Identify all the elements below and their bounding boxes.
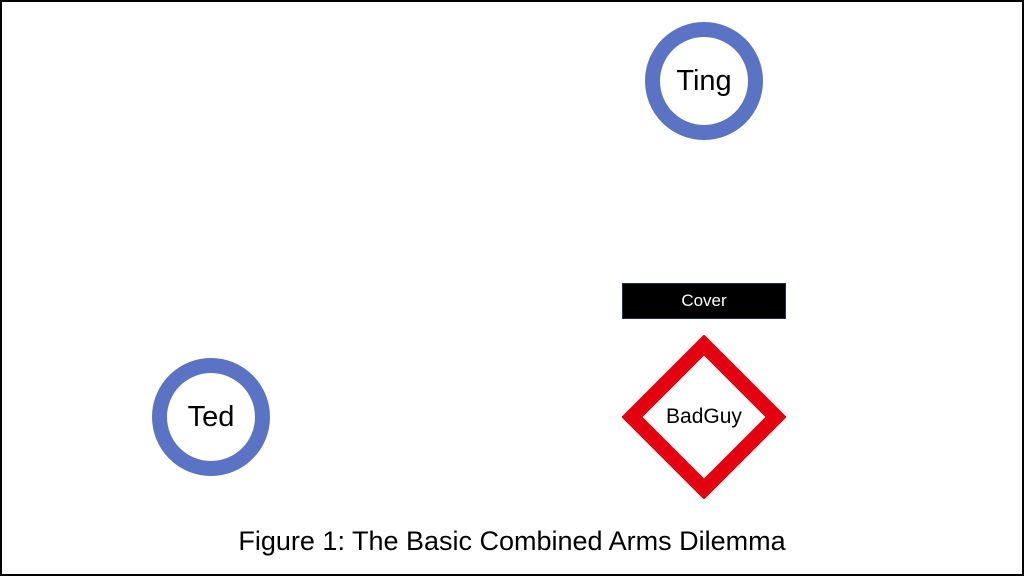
- cover-label: Cover: [681, 291, 727, 310]
- figure-caption: Figure 1: The Basic Combined Arms Dilemm…: [238, 526, 786, 556]
- cover-bar: Cover: [622, 283, 786, 319]
- ting-label: Ting: [676, 64, 732, 97]
- ted-circle: Ted: [152, 358, 270, 476]
- ted-label: Ted: [187, 400, 235, 433]
- badguy-diamond: BadGuy: [622, 335, 786, 499]
- ting-circle: Ting: [645, 22, 763, 140]
- badguy-diamond-shape: [622, 335, 786, 499]
- badguy-label: BadGuy: [666, 405, 742, 428]
